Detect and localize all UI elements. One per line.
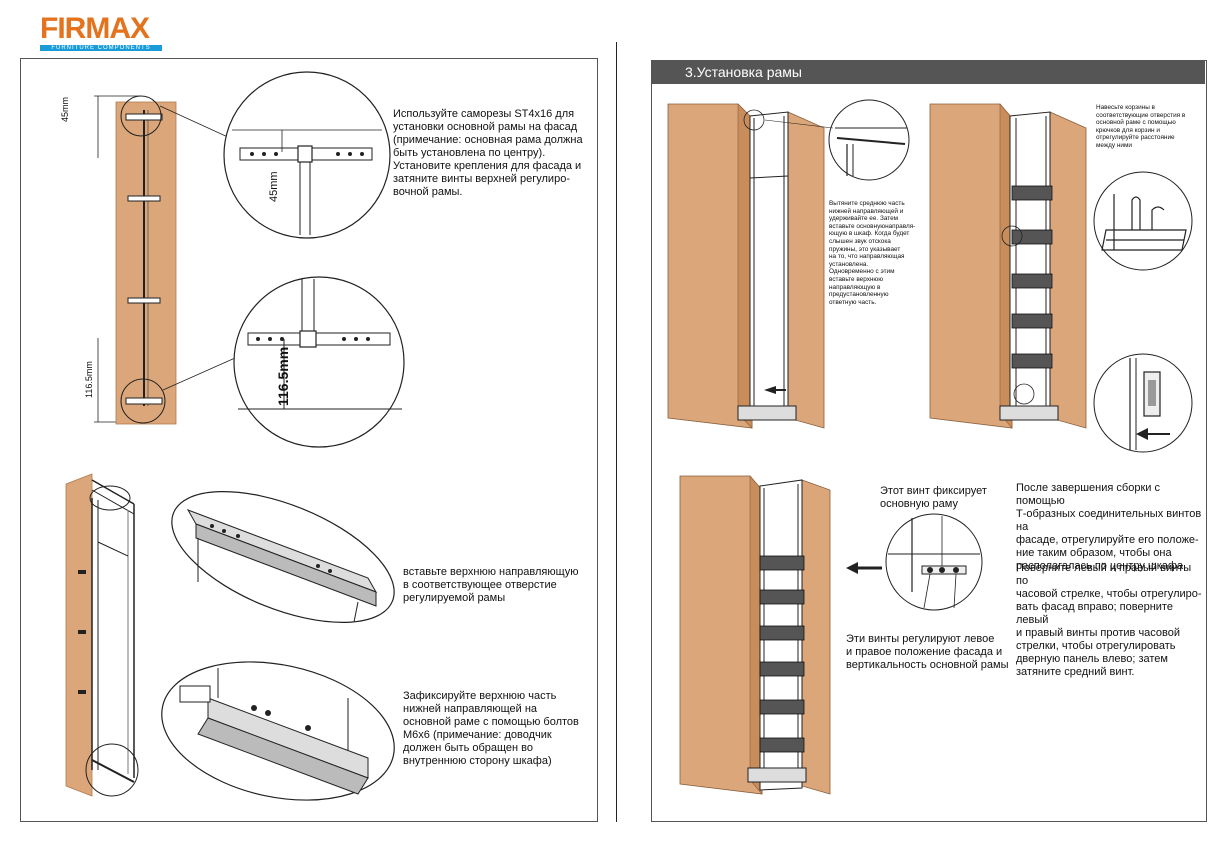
note-baskets: Навесьте корзины в соответствующие отвер… [1096,104,1186,149]
top-guide-detail [171,490,395,624]
note-bottom-guide: Зафиксируйте верхнюю часть нижней направ… [403,690,579,767]
rail-top-detail [764,99,910,181]
facade-frame-illustration [94,95,236,425]
logo-tagline: FURNITURE COMPONENTS [40,45,162,51]
frame-assembly-illustration [65,473,139,797]
note-fix-screw: Этот винт фиксирует основную раму [880,485,987,510]
note-after-assembly: После завершения сборки с помощью Т-обра… [1016,482,1202,572]
logo-wordmark: FIRMAX [40,12,150,45]
section-title: 3.Установка рамы [651,60,1205,84]
page-divider [616,42,617,822]
dim-top-label: 45mm [60,96,70,122]
dim-bottom-label: 116.5mm [84,361,94,398]
move-left-arrow-icon [846,562,882,574]
note-pull-middle: Вытяните среднюю часть нижней направляющ… [829,200,916,306]
screws-detail [885,513,983,611]
firmax-logo: FIRMAX FURNITURE COMPONENTS [40,14,170,54]
basket-hook-detail [1093,171,1193,271]
dim-top-detail-label: 45mm [268,171,280,202]
cabinet-final-illustration [679,475,831,795]
dim-bottom-detail-label: 116.5mm [275,346,291,406]
note-turn-screws: Поверните левый и правый винты по часово… [1016,562,1202,678]
basket-lock-detail [1093,353,1193,453]
top-bracket-detail [223,71,391,239]
cabinet-baskets-illustration [929,103,1087,429]
left-page-frame [20,58,598,822]
cabinet-insert-illustration [667,103,825,429]
note-adjust-screws: Эти винты регулируют левое и правое поло… [846,633,1009,671]
note-screws: Используйте саморезы ST4x16 для установк… [393,108,583,198]
bottom-bracket-detail [233,276,405,448]
note-top-guide: вставьте верхнюю направляющую в соответс… [403,566,579,604]
bottom-guide-detail [161,661,395,801]
